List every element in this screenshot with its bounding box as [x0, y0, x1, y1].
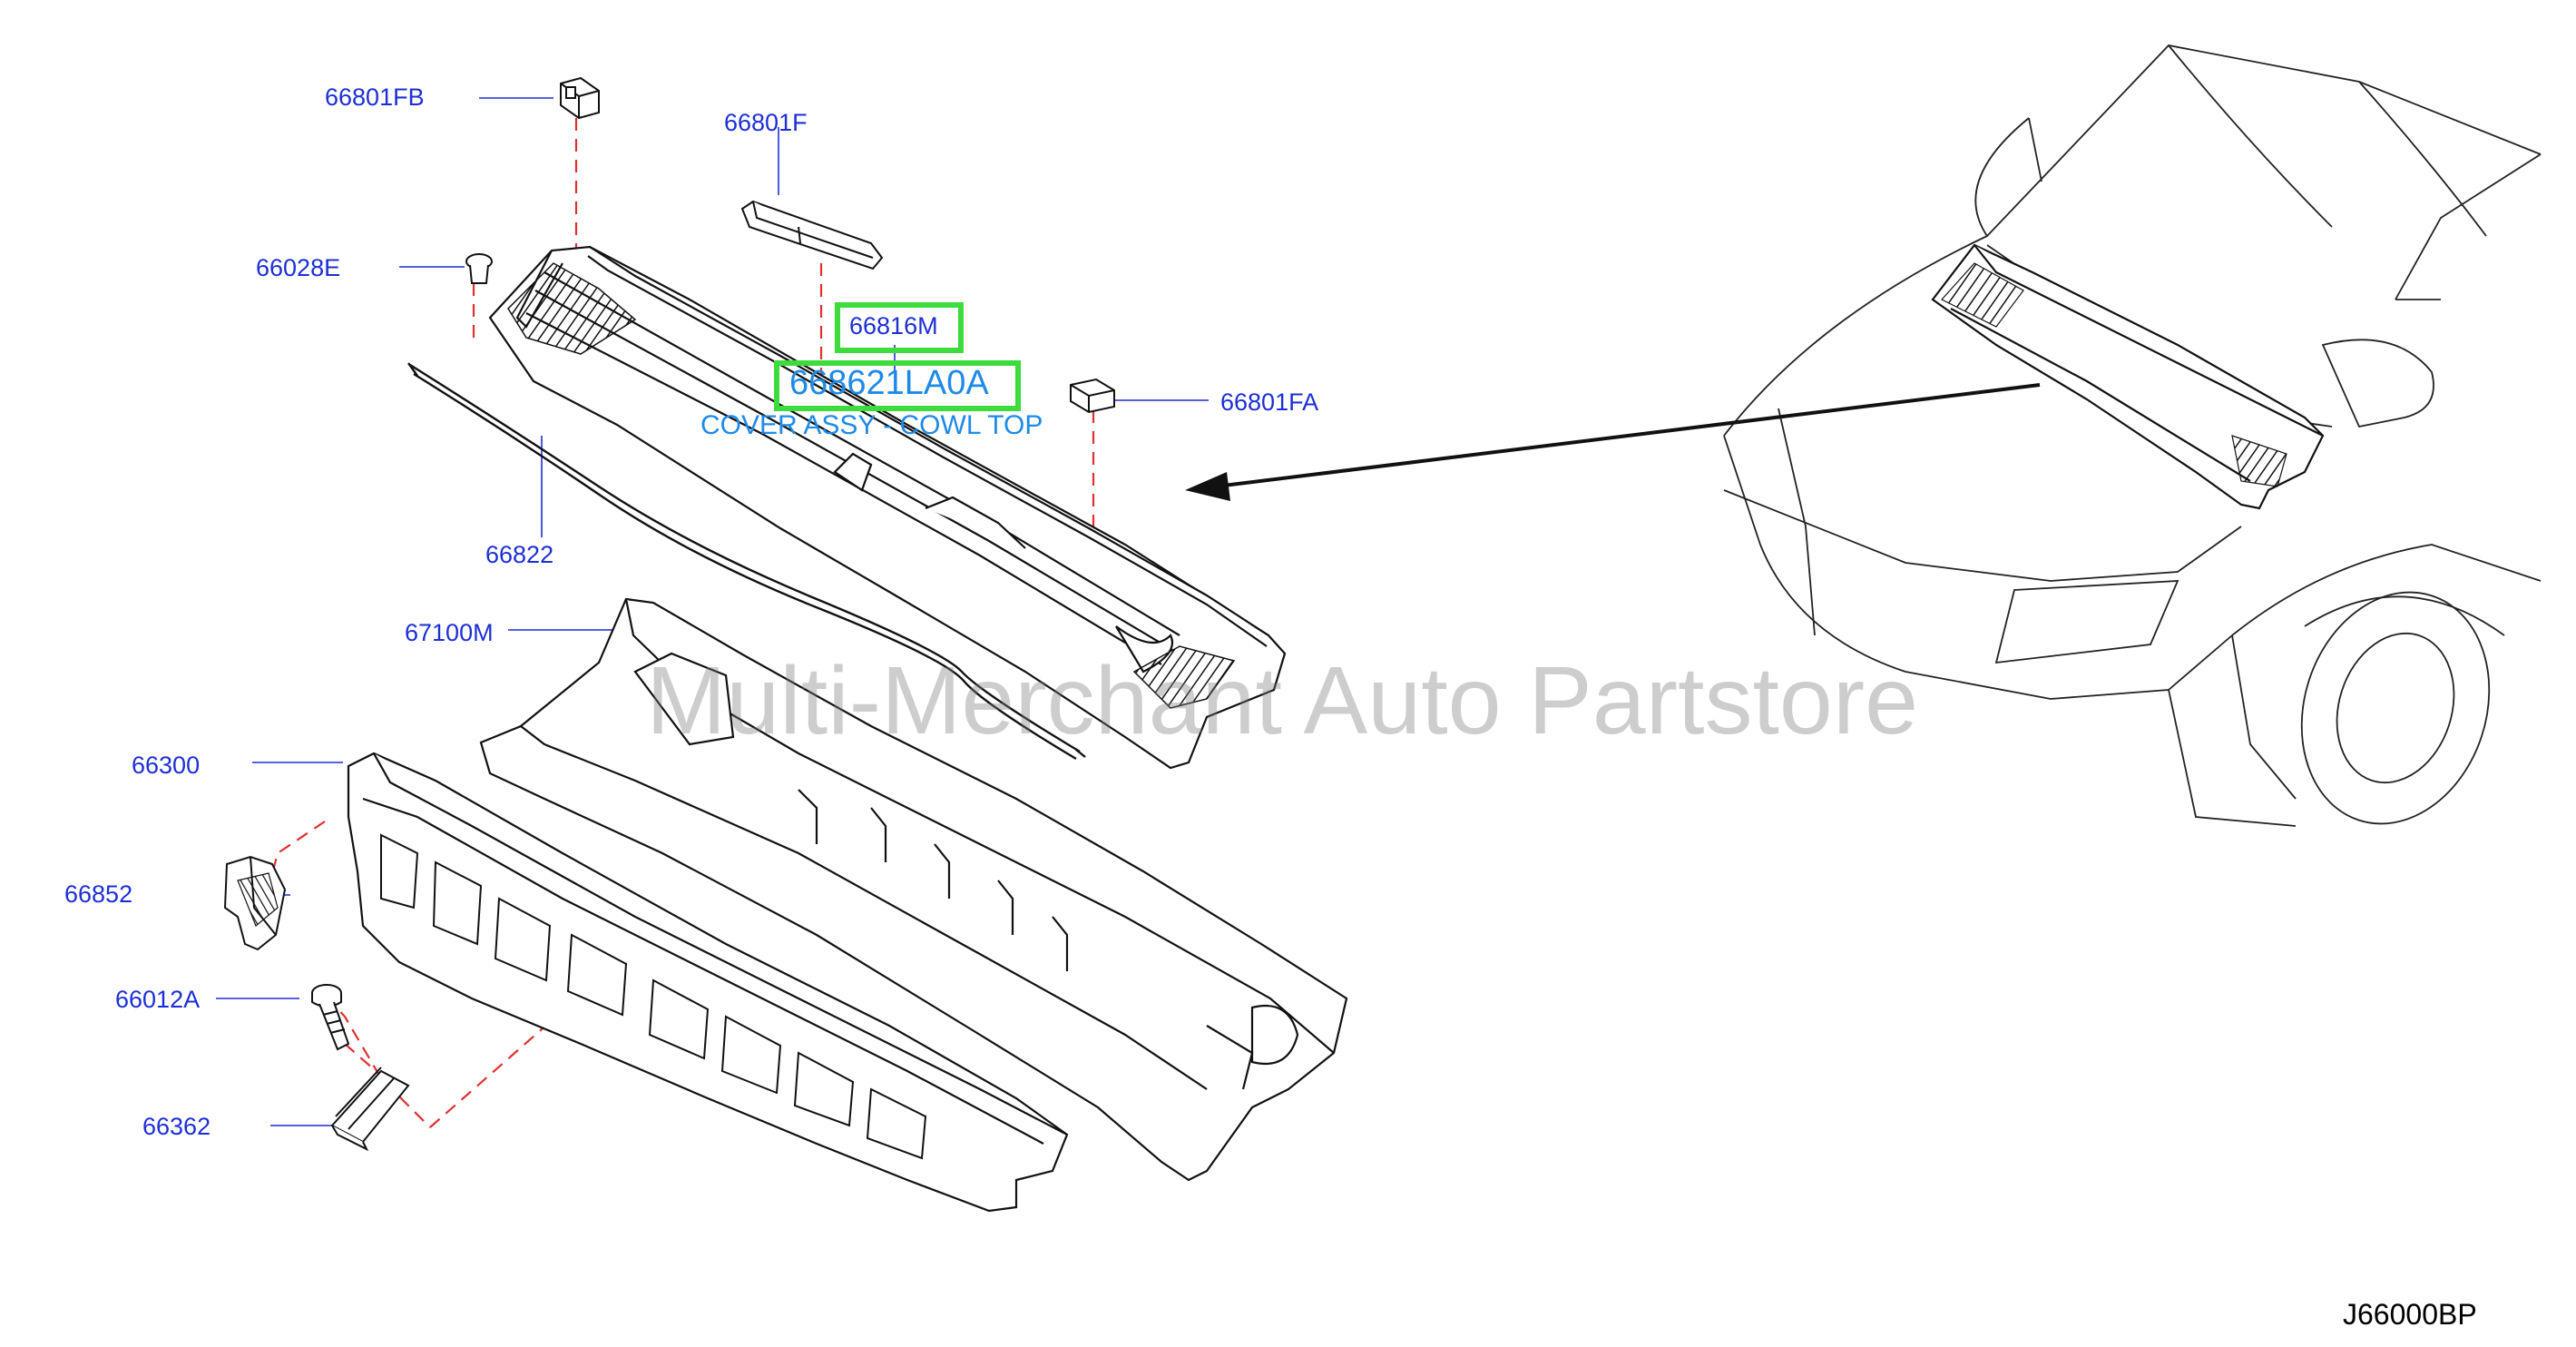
cowl-vent-hatch-left [507, 262, 637, 355]
highlight-box-clip [835, 302, 964, 353]
highlight-box-cowl-cover [774, 360, 1021, 411]
callout-66801FA: 66801FA [1220, 388, 1319, 416]
grommet-66028E [465, 253, 493, 284]
vehicle-location-sketch [1723, 44, 2542, 827]
dash-upper-panel-67100M [479, 597, 1348, 1182]
bracket-66362 [330, 1067, 410, 1152]
vehicle-cowl-highlight [1931, 243, 2325, 510]
clip-66801FA [1070, 378, 1115, 414]
cowl-top-cover [488, 245, 1287, 770]
callout-66822: 66822 [485, 541, 554, 568]
callout-66300: 66300 [132, 752, 201, 779]
callout-66852: 66852 [64, 880, 133, 908]
vehicle-cowl-hatch [1941, 262, 2024, 328]
watermark-text: Multi-Merchant Auto Partstore [646, 647, 1919, 754]
highlight-part-name: COVER ASSY - COWL TOP [700, 410, 1043, 440]
callout-66012A: 66012A [115, 986, 201, 1013]
bolt-66012A [311, 984, 350, 1051]
cowl-panel-openings [380, 833, 927, 1160]
bracket-66852-detail [237, 872, 279, 927]
callout-67100M: 67100M [405, 619, 494, 646]
diagram-code: J66000BP [2343, 1298, 2477, 1331]
location-arrow [1185, 383, 2041, 501]
callout-66801FB: 66801FB [325, 84, 425, 111]
callout-66028E: 66028E [256, 254, 341, 281]
finisher-66801F [740, 200, 884, 270]
highlight-part-clip[interactable]: 66816M [849, 312, 938, 339]
clip-66801FB [560, 76, 600, 120]
seal-66822 [407, 362, 1086, 761]
highlight-part-cowl-cover[interactable]: 668621LA0A [789, 364, 989, 402]
callout-66801F: 66801F [724, 109, 808, 136]
cowl-vent-hatch-right [1132, 645, 1236, 709]
callout-66362: 66362 [142, 1113, 211, 1140]
vehicle-cowl-hatch-right [2231, 435, 2287, 487]
